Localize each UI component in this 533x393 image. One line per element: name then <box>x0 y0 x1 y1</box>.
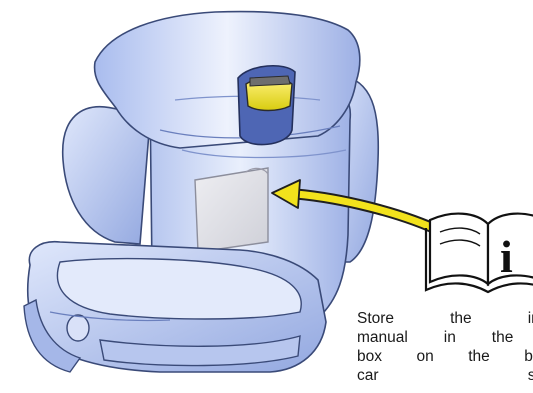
caption-line-3: box on the back <box>357 347 533 366</box>
headrest <box>95 12 360 148</box>
manual-storage-box <box>195 168 268 252</box>
caption-line-4: car seat <box>357 366 533 385</box>
belt-clip-bar <box>250 76 290 86</box>
caption-line-2: manual in the s <box>357 328 533 347</box>
manual-info-letter: i <box>500 231 513 282</box>
isofix-knob <box>67 315 89 341</box>
caption-text: Store the instr manual in the s box on t… <box>357 309 533 393</box>
manual-book-icon <box>426 214 533 292</box>
caption-line-1: Store the instr <box>357 309 533 328</box>
